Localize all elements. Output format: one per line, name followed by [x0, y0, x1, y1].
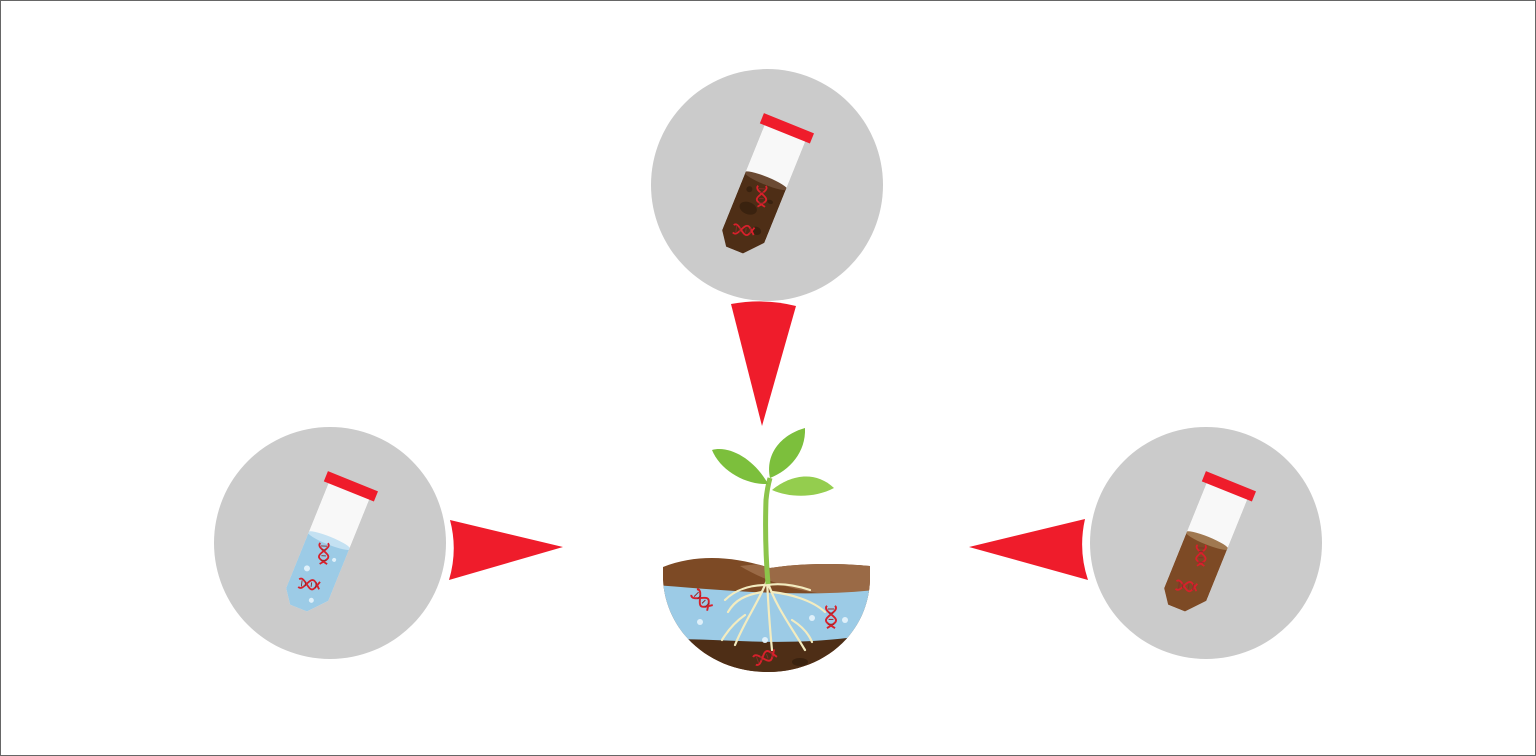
tube-cap: [1201, 471, 1257, 502]
arrow-right-icon: [449, 520, 563, 580]
stem: [763, 477, 773, 585]
leaf: [712, 449, 768, 485]
soil-sample-node: [1090, 427, 1322, 659]
test-tube-icon: [716, 113, 815, 260]
leaf: [772, 476, 834, 496]
roots: [720, 578, 827, 652]
water-sample-node: [214, 427, 446, 659]
tube-cap: [759, 113, 815, 144]
test-tube-icon: [1158, 471, 1257, 618]
leaf: [769, 428, 806, 478]
plant-node: [663, 428, 870, 672]
arrow-down-icon: [731, 301, 796, 426]
test-tube-icon: [280, 471, 379, 618]
arrow-left-icon: [969, 519, 1088, 580]
sediment-sample-node: [651, 69, 883, 301]
tube-cap: [323, 471, 379, 502]
